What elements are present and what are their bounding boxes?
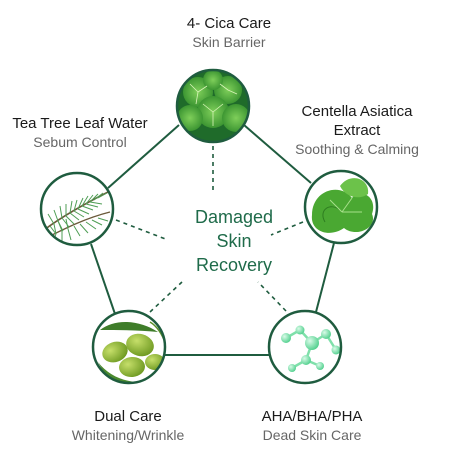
teatree-subtitle: Sebum Control xyxy=(33,134,127,150)
label-dual: Dual Care Whitening/Wrinkle xyxy=(72,407,185,445)
spokes xyxy=(115,146,304,313)
label-teatree: Tea Tree Leaf Water Sebum Control xyxy=(12,114,147,152)
centella-title-line-1: Centella Asiatica xyxy=(301,103,413,120)
label-cica: 4- Cica Care Skin Barrier xyxy=(187,14,271,52)
cica-leaves-icon xyxy=(175,68,251,144)
cica-subtitle: Skin Barrier xyxy=(192,34,266,50)
center-label: Damaged Skin Recovery xyxy=(195,205,273,277)
centella-leaf-icon xyxy=(303,169,379,245)
centella-subtitle: Soothing & Calming xyxy=(295,141,419,157)
edge-cica-centella xyxy=(243,124,312,184)
teatree-title: Tea Tree Leaf Water xyxy=(12,115,148,132)
spoke-teatree xyxy=(115,219,169,241)
dual-subtitle: Whitening/Wrinkle xyxy=(71,427,185,443)
aha-title: AHA/BHA/PHA xyxy=(261,408,363,425)
center-line-1: Damaged xyxy=(194,207,274,227)
label-centella: Centella Asiatica Extract Soothing & Cal… xyxy=(295,102,419,159)
centella-title-line-2: Extract xyxy=(333,122,381,139)
aha-subtitle: Dead Skin Care xyxy=(262,427,362,443)
edge-centella-aha xyxy=(315,242,335,313)
center-line-3: Recovery xyxy=(195,255,273,275)
spoke-centella xyxy=(270,221,304,236)
label-aha: AHA/BHA/PHA Dead Skin Care xyxy=(262,407,363,445)
spoke-aha xyxy=(257,281,287,312)
olive-icon xyxy=(91,309,167,385)
edge-dual-teatree xyxy=(90,243,116,315)
pentagon-lines xyxy=(90,124,335,356)
edge-teatree-cica xyxy=(107,124,180,189)
tea-tree-icon xyxy=(39,171,115,247)
molecule-icon xyxy=(267,309,343,385)
center-line-2: Skin xyxy=(216,231,252,251)
dual-title: Dual Care xyxy=(94,408,162,425)
cica-title: 4- Cica Care xyxy=(186,15,272,32)
spoke-dual xyxy=(149,281,183,313)
